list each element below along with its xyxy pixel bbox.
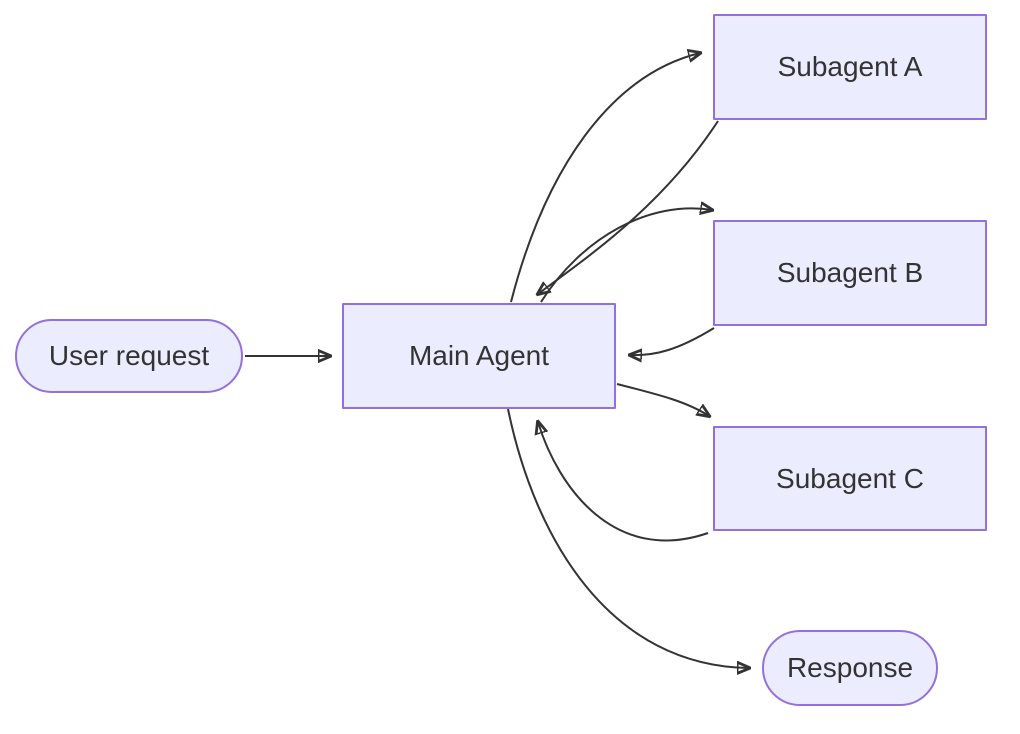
node-subagent-c: Subagent C (713, 426, 987, 531)
node-subagent-a-label: Subagent A (777, 51, 923, 82)
edge-main-agent-to-subagent-b (540, 208, 712, 303)
node-main-agent: Main Agent (342, 303, 616, 409)
node-subagent-a: Subagent A (713, 14, 987, 120)
edge-subagent-c-to-main-agent (538, 422, 709, 542)
edge-main-agent-to-subagent-a (510, 53, 700, 303)
node-subagent-c-label: Subagent C (776, 462, 924, 494)
node-user-request-label: User request (48, 340, 210, 371)
node-subagent-b-label: Subagent B (776, 257, 924, 288)
edge-subagent-b-to-main-agent (630, 327, 715, 355)
edge-main-agent-to-subagent-c (616, 383, 709, 416)
node-main-agent-label: Main Agent (408, 340, 550, 371)
edge-main-agent-to-response (507, 408, 749, 668)
node-subagent-b: Subagent B (713, 220, 987, 326)
node-user-request: User request (15, 319, 243, 393)
node-response: Response (762, 630, 938, 706)
node-response-label: Response (786, 652, 914, 683)
